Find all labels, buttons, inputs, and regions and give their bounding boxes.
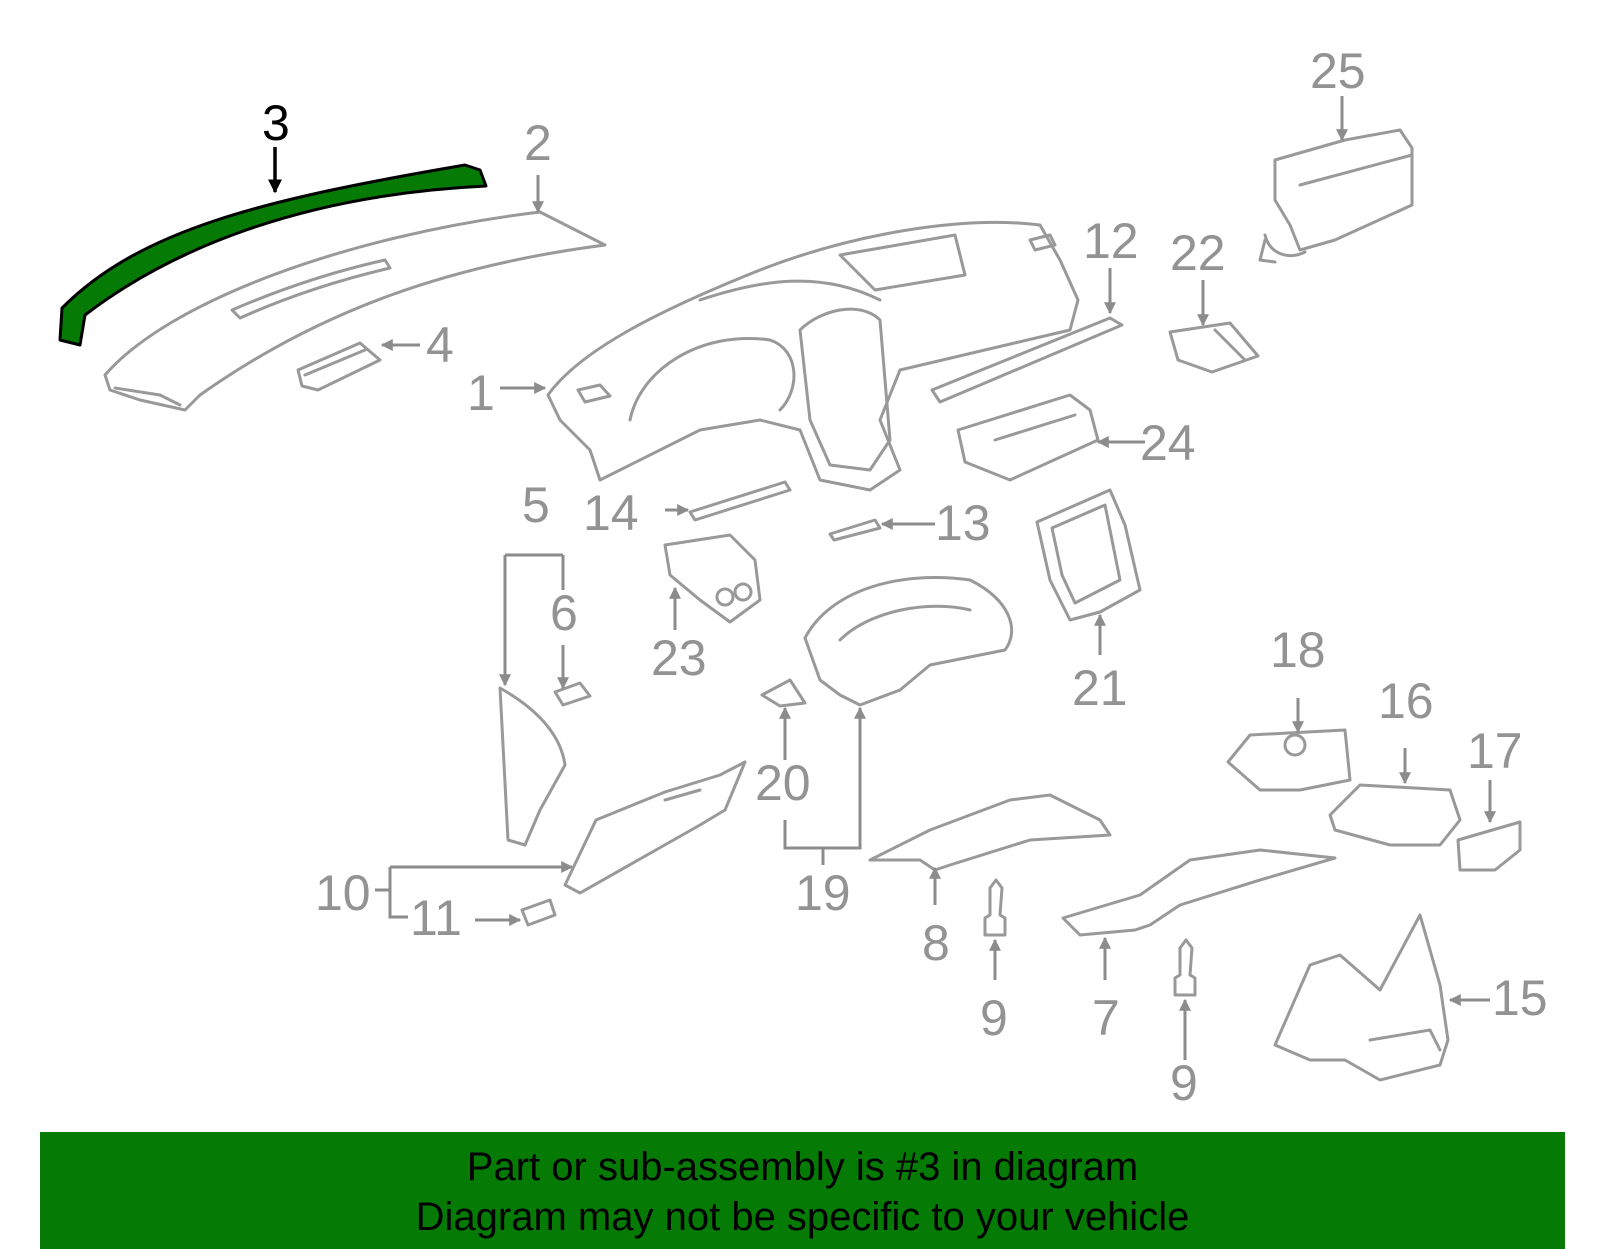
part-14-strip bbox=[688, 480, 792, 522]
part-17-cover bbox=[1456, 820, 1522, 872]
part-23-center-vent bbox=[663, 533, 762, 624]
callout-14[interactable]: 14 bbox=[583, 485, 639, 541]
callout-7[interactable]: 7 bbox=[1092, 990, 1120, 1046]
info-banner: Part or sub-assembly is #3 in diagram Di… bbox=[40, 1132, 1565, 1249]
callout-4[interactable]: 4 bbox=[426, 317, 454, 373]
part-9-pin-b bbox=[1173, 938, 1197, 997]
banner-line-1: Part or sub-assembly is #3 in diagram bbox=[466, 1145, 1139, 1189]
callout-13[interactable]: 13 bbox=[935, 495, 991, 551]
callout-1[interactable]: 1 bbox=[467, 365, 495, 421]
callout-2[interactable]: 2 bbox=[524, 115, 552, 171]
callout-5[interactable]: 5 bbox=[522, 477, 550, 533]
callout-9-a[interactable]: 9 bbox=[980, 990, 1008, 1046]
callout-24[interactable]: 24 bbox=[1140, 415, 1196, 471]
part-1-instrument-panel bbox=[546, 220, 1080, 492]
part-12-trim-strip bbox=[930, 316, 1124, 404]
part-8-reinforcement bbox=[868, 793, 1112, 872]
callout-labels: 3 2 4 1 12 22 25 24 5 14 13 6 23 21 18 1… bbox=[262, 43, 1548, 1111]
callout-22[interactable]: 22 bbox=[1170, 225, 1226, 281]
callout-11[interactable]: 11 bbox=[410, 890, 462, 946]
callout-18[interactable]: 18 bbox=[1270, 622, 1326, 678]
callout-21[interactable]: 21 bbox=[1072, 660, 1128, 716]
callout-9-b[interactable]: 9 bbox=[1170, 1055, 1198, 1111]
callout-15[interactable]: 15 bbox=[1492, 970, 1548, 1026]
part-5-side-panel bbox=[498, 686, 567, 847]
part-6-clip bbox=[553, 681, 592, 707]
part-11-clip bbox=[520, 898, 557, 927]
callout-25[interactable]: 25 bbox=[1310, 43, 1366, 99]
part-22-vent bbox=[1168, 321, 1260, 374]
part-16-module bbox=[1328, 783, 1462, 847]
part-15-console bbox=[1273, 913, 1450, 1082]
part-21-bezel bbox=[1035, 488, 1142, 622]
callout-20[interactable]: 20 bbox=[755, 755, 811, 811]
part-7-reinforcement bbox=[1061, 848, 1337, 937]
callout-17[interactable]: 17 bbox=[1467, 723, 1523, 779]
callout-8[interactable]: 8 bbox=[922, 915, 950, 971]
part-3-shape[interactable] bbox=[58, 163, 488, 347]
part-18-bracket bbox=[1226, 728, 1352, 792]
callout-16[interactable]: 16 bbox=[1378, 673, 1434, 729]
callout-6[interactable]: 6 bbox=[550, 585, 578, 641]
part-2-dash-cover bbox=[103, 210, 607, 412]
part-19-cluster-hood bbox=[803, 576, 1014, 707]
part-25-control-unit bbox=[1258, 128, 1414, 264]
callout-12[interactable]: 12 bbox=[1083, 213, 1139, 269]
callout-10[interactable]: 10 bbox=[315, 865, 371, 921]
part-20-bracket bbox=[760, 678, 807, 708]
callout-3[interactable]: 3 bbox=[262, 95, 290, 151]
banner-line-2: Diagram may not be specific to your vehi… bbox=[415, 1195, 1190, 1239]
part-13-bar bbox=[828, 518, 882, 542]
leader-lines bbox=[268, 96, 1496, 1060]
part-3-dash-pad[interactable] bbox=[58, 163, 488, 347]
part-10-glovebox-door bbox=[563, 760, 747, 895]
part-24-trim bbox=[956, 393, 1100, 482]
callout-23[interactable]: 23 bbox=[651, 630, 707, 686]
part-4-vent bbox=[296, 341, 382, 392]
part-9-pin-a bbox=[983, 878, 1007, 937]
callout-19[interactable]: 19 bbox=[795, 865, 851, 921]
